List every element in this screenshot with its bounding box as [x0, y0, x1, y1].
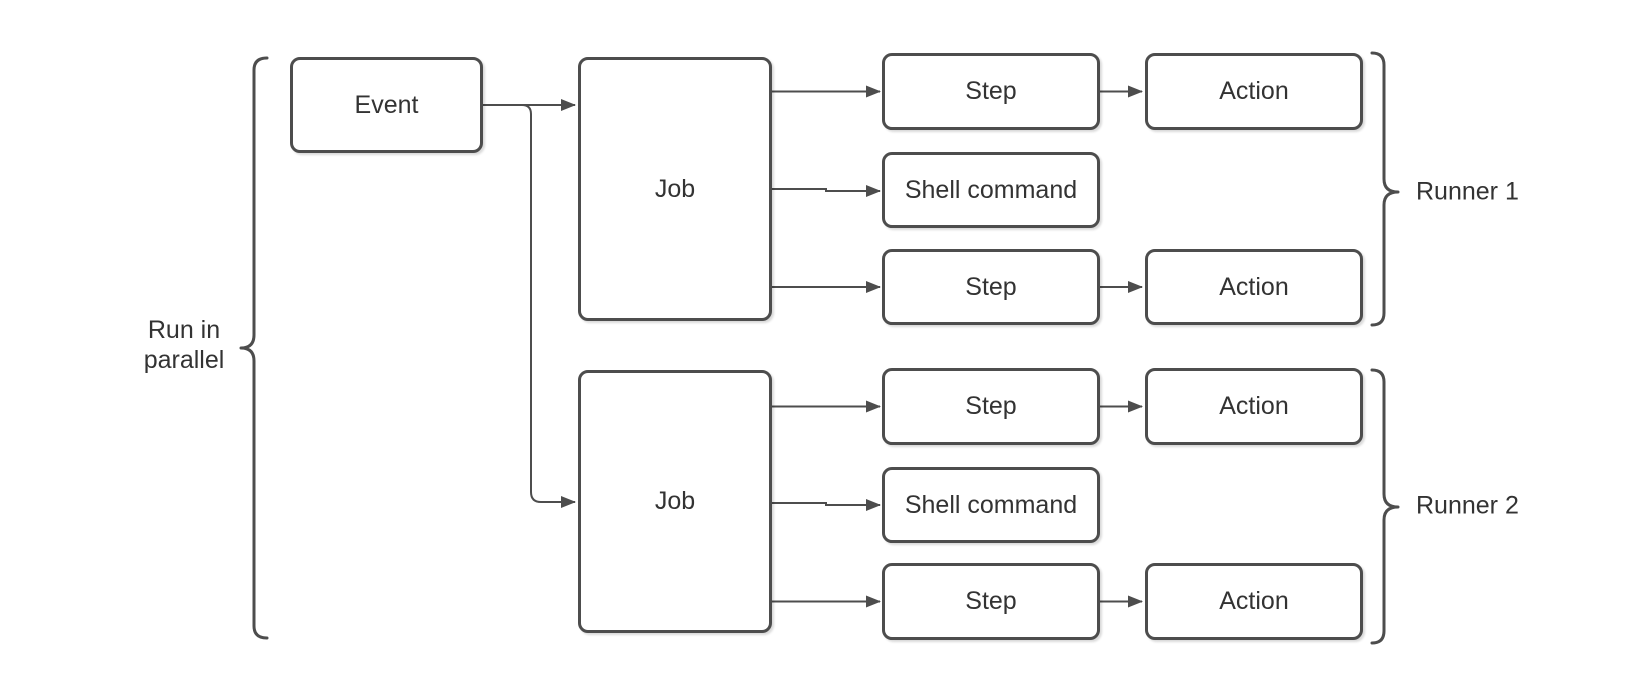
connector-job1-to-shell — [772, 185, 881, 197]
step-node-runner1-bottom: Step — [882, 249, 1100, 325]
action-node-label: Action — [1219, 587, 1289, 615]
action-node-label: Action — [1219, 77, 1289, 105]
connector-event-to-job2 — [521, 104, 576, 508]
job-node-1: Job — [578, 57, 772, 321]
connector-job2-to-shell — [772, 499, 881, 511]
shell-command-node-label: Shell command — [904, 490, 1078, 519]
runner-1-label: Runner 1 — [1416, 177, 1519, 206]
job-node-1-label: Job — [654, 174, 696, 203]
step-node-label: Step — [965, 77, 1017, 105]
step-node-runner2-bottom: Step — [882, 563, 1100, 640]
action-node-runner1-bottom: Action — [1145, 249, 1363, 325]
shell-command-node-runner1: Shell command — [882, 152, 1100, 228]
job-node-2: Job — [578, 370, 772, 633]
action-node-runner2-top: Action — [1145, 368, 1363, 445]
runner-1-brace — [1370, 51, 1400, 327]
step-node-runner1-top: Step — [882, 53, 1100, 130]
runner-2-label: Runner 2 — [1416, 491, 1519, 520]
shell-command-node-runner2: Shell command — [882, 467, 1100, 543]
left-brace — [239, 56, 269, 640]
action-node-runner2-bottom: Action — [1145, 563, 1363, 640]
runner-2-brace — [1370, 368, 1400, 645]
run-in-parallel-label: Run in parallel — [143, 316, 225, 374]
action-node-runner1-top: Action — [1145, 53, 1363, 130]
event-node: Event — [290, 57, 483, 153]
shell-command-node-label: Shell command — [904, 175, 1078, 204]
step-node-label: Step — [965, 392, 1017, 420]
action-node-label: Action — [1219, 392, 1289, 420]
action-node-label: Action — [1219, 272, 1289, 301]
step-node-label: Step — [965, 272, 1017, 301]
step-node-label: Step — [965, 587, 1017, 615]
job-node-2-label: Job — [654, 487, 696, 515]
step-node-runner2-top: Step — [882, 368, 1100, 445]
event-node-label: Event — [354, 90, 419, 119]
